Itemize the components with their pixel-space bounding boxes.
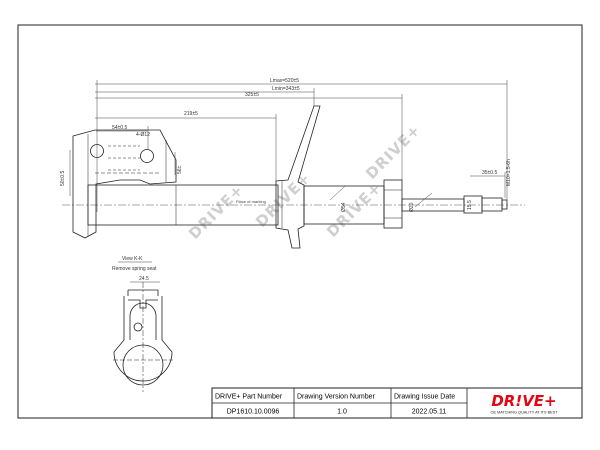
dim-219: 219±5 xyxy=(184,111,198,117)
dim-lmax: Lmax=520±5 xyxy=(270,78,299,84)
drive-plus-logo: DR!VE+ OE MATCHING QUALITY AT ITS BEST xyxy=(490,392,558,415)
part-number-value: DP1610.10.0096 xyxy=(227,409,280,416)
remove-spring-seat-label: Remove spring seat xyxy=(112,266,157,272)
dim-hole: 4-Ø12 xyxy=(136,132,150,138)
view-kk-hole xyxy=(133,322,143,332)
view-kk-label: View K-K xyxy=(122,256,143,262)
mount-bracket xyxy=(72,129,177,239)
place-of-marking-label: Place of marking xyxy=(236,199,266,204)
issue-date-header: Drawing Issue Date xyxy=(394,394,455,401)
drawing-version-value: 1.0 xyxy=(337,409,347,416)
dim-54-rod: Ø54 xyxy=(341,202,347,212)
dimension-texts: Lmax=520±5 Lmin=343±5 325±5 219±5 54±0.5… xyxy=(60,78,512,282)
dim-56: 56± xyxy=(177,165,183,174)
watermarks: DRIVE+ DRIVE+ DRIVE+ DRIVE+ xyxy=(185,121,424,243)
drawing-version-header: Drawing Version Number xyxy=(297,394,375,401)
mount-hole xyxy=(140,149,154,163)
view-kk-section xyxy=(113,282,173,392)
title-block: DRIVE+ Part Number Drawing Version Numbe… xyxy=(211,387,583,419)
upper-cap xyxy=(383,179,403,229)
logo-brand: DR!VE+ xyxy=(491,392,556,410)
dim-thread: M10×1.5-6h xyxy=(506,159,512,186)
dim-15-5: 15.5 xyxy=(467,200,473,210)
shock-absorber xyxy=(72,105,508,249)
issue-date-value: 2022.05.11 xyxy=(412,409,447,416)
logo-tagline: OE MATCHING QUALITY AT ITS BEST xyxy=(490,411,558,415)
dim-35: 35±0.5 xyxy=(482,170,497,176)
view-kk: View K-K Remove spring seat xyxy=(112,256,173,392)
dim-50: 50±0.5 xyxy=(60,171,66,186)
watermark-text: DRIVE+ xyxy=(185,181,247,243)
rod-tip xyxy=(501,199,508,210)
watermark-text: DRIVE+ xyxy=(323,179,385,241)
rod-nut xyxy=(481,197,503,212)
watermark-text: DRIVE+ xyxy=(362,121,424,183)
dim-lmin: Lmin=343±5 xyxy=(272,86,300,92)
part-number-header: DRIVE+ Part Number xyxy=(215,394,283,401)
dim-20: Ø20 xyxy=(409,202,415,212)
dimension-lines xyxy=(69,80,508,283)
dim-54: 54±0.5 xyxy=(112,125,127,131)
dim-24-5: 24.5 xyxy=(139,276,149,282)
cylinder-tube xyxy=(87,184,279,226)
dim-325: 325±5 xyxy=(245,92,259,98)
